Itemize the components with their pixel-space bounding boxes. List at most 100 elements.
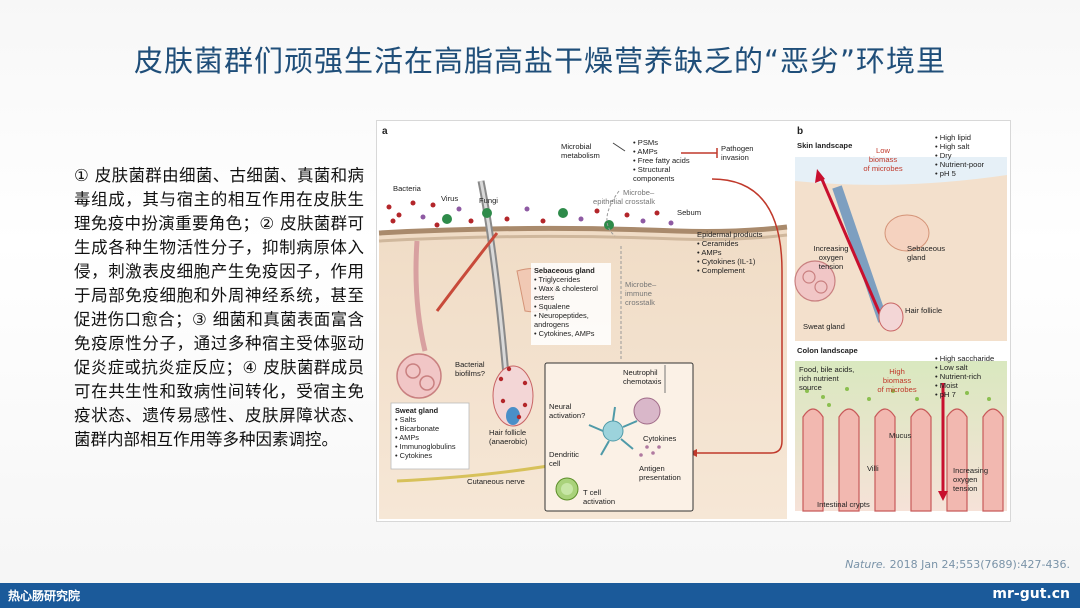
mucus-label: Mucus [889,431,912,440]
low-biomass-line1: Low [876,146,890,155]
sebaceous-item-7: • Cytokines, AMPs [534,329,595,338]
sweat-item-2: • Bicarbonate [395,424,439,433]
sebaceous-item-6: androgens [534,320,569,329]
metabolite-4: • Structural [633,165,671,174]
neural-line2: activation? [549,411,585,420]
colon-prop-5: • pH 7 [935,390,956,399]
figure: a Microbial metabolism • PSMs • AMPs • F… [376,120,1011,522]
villi-label: Villi [867,464,879,473]
biofilms-line2: biofilms? [455,369,485,378]
oxygen-line1: Increasing [813,244,848,253]
epidermal-item-1: • Ceramides [697,239,739,248]
cutaneous-nerve-label: Cutaneous nerve [467,477,525,486]
metabolite-1: • PSMs [633,138,658,147]
sweat-b-label: Sweat gland [803,322,845,331]
sweat-item-4: • Immunoglobulins [395,442,456,451]
cytokine-dots [639,445,661,457]
neutrophil-line2: chemotaxis [623,377,662,386]
epidermal-item-2: • AMPs [697,248,722,257]
oxygen2-line1: Increasing [953,466,988,475]
sweat-item-3: • AMPs [395,433,419,442]
hair-b-label: Hair follicle [905,306,942,315]
footer-brand: 热心肠研究院 [8,589,81,603]
crypts-label: Intestinal crypts [817,500,870,509]
high-biomass-line2: biomass [883,376,911,385]
metabolite-5: components [633,174,675,183]
footer-url: mr-gut.cn [992,586,1070,602]
sebaceous-title: Sebaceous gland [534,266,595,275]
skin-prop-5: • pH 5 [935,169,956,178]
bacteria-label: Bacteria [393,184,422,193]
body-text: ① 皮肤菌群由细菌、古细菌、真菌和病毒组成，其与宿主的相互作用在皮肤生理免疫中扮… [74,166,364,449]
sweat-item-5: • Cytokines [395,451,432,460]
colon-prop-1: • High saccharide [935,354,994,363]
virus-label: Virus [441,194,458,203]
antigen-line1: Antigen [639,464,665,473]
panel-b-skin [794,157,1007,341]
skin-prop-4: • Nutrient-poor [935,160,985,169]
sebaceous-item-4: • Squalene [534,302,570,311]
skin-prop-1: • High lipid [935,133,971,142]
colon-prop-4: • Moist [935,381,959,390]
panel-b-colon [795,361,1007,512]
food-line3: source [799,383,822,392]
high-biomass-line1: High [889,367,905,376]
skin-title: Skin landscape [797,141,852,150]
dendritic-cell [588,406,638,456]
neutrophil-cell [633,397,661,425]
citation: Nature. 2018 Jan 24;553(7689):427-436. [845,558,1070,571]
oxygen2-line3: tension [953,484,978,493]
blood-vessel [435,232,499,312]
cytokines-label: Cytokines [643,434,677,443]
sweat-title: Sweat gland [395,406,439,415]
oxygen-line2: oxygen [819,253,844,262]
epidermis-layer [378,233,788,243]
hair-follicle [492,365,534,427]
footer-bar: 热心肠研究院 mr-gut.cn [0,583,1080,608]
epidermal-item-4: • Complement [697,266,746,275]
skin-sebaceous-gland [884,214,930,252]
skin-hair [832,185,888,323]
sebaceous-item-5: • Neuropeptides, [534,311,589,320]
fungi-label: Fungi [479,196,498,205]
skin-prop-3: • Dry [935,151,952,160]
epidermal-title: Epidermal products [697,230,763,239]
sebaceous-item-1: • Triglycerides [534,275,580,284]
food-line2: rich nutrient [799,374,840,383]
hair-follicle-line1: Hair follicle [489,428,526,437]
sebum-label: Sebum [677,208,701,217]
epidermis-surface [378,224,788,236]
oxygen-line3: tension [819,262,844,271]
sweat-item-1: • Salts [395,415,416,424]
panel-a-letter: a [382,126,388,137]
microbe-immune-line3: crosstalk [625,298,655,307]
sebaceous-b-line1: Sebaceous [907,244,945,253]
colon-prop-2: • Low salt [935,363,969,372]
sebaceous-b-line2: gland [907,253,926,262]
microbe-epithelial-line1: Microbe– [623,188,655,197]
high-biomass-line3: of microbes [877,385,916,394]
microbe-epithelial-line2: epithelial crosstalk [593,197,655,206]
hair-follicle-line2: (anaerobic) [489,437,528,446]
antigen-line2: presentation [639,473,681,482]
surface-microbes [386,200,674,230]
microbial-metabolism-line2: metabolism [561,151,600,160]
follicle-bacteria [498,366,528,420]
citation-details: 2018 Jan 24;553(7689):427-436. [886,558,1070,571]
metabolite-2: • AMPs [633,147,658,156]
sweat-duct [413,240,428,352]
pathogen-line1: Pathogen [721,144,754,153]
pathogen-line2: invasion [721,153,749,162]
sebaceous-item-2: • Wax & cholesterol [534,284,598,293]
neural-line1: Neural [549,402,572,411]
sweat-gland [396,353,442,399]
tcell-line2: activation [583,497,615,506]
metabolite-3: • Free fatty acids [633,156,690,165]
skin-prop-2: • High salt [935,142,970,151]
biofilms-line1: Bacterial [455,360,485,369]
colon-villi [802,408,1004,512]
dendritic-line2: cell [549,459,561,468]
panel-b-letter: b [797,126,803,137]
skin-hair-follicle [878,302,904,332]
sebaceous-item-3: esters [534,293,554,302]
